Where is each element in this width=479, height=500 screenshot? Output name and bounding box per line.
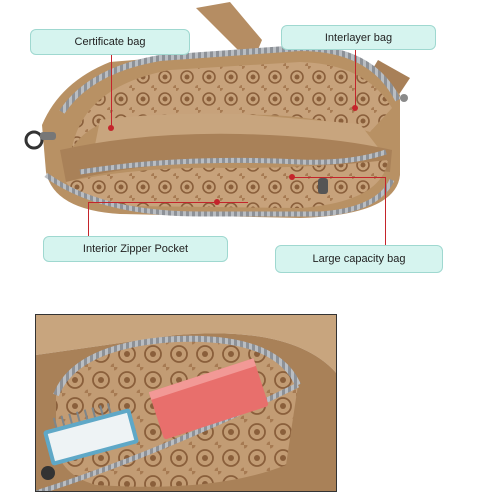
leader-line-large-capacity-h — [292, 177, 385, 178]
leader-line-large-capacity — [385, 177, 386, 245]
callout-interlayer-bag: Interlayer bag — [281, 25, 436, 50]
leader-dot-interlayer — [352, 105, 358, 111]
callout-large-capacity-bag: Large capacity bag — [275, 245, 443, 273]
leader-dot-certificate — [108, 125, 114, 131]
callout-certificate-bag: Certificate bag — [30, 29, 190, 55]
leader-dot-zipper-pocket — [214, 199, 220, 205]
leader-line-zipper-pocket-h — [88, 202, 248, 203]
callout-interior-zipper-pocket: Interior Zipper Pocket — [43, 236, 228, 262]
leader-line-interlayer — [355, 47, 356, 107]
callout-large-capacity-bag-label: Large capacity bag — [312, 253, 406, 265]
callout-interior-zipper-pocket-label: Interior Zipper Pocket — [82, 243, 189, 255]
bag-illustration-inset — [36, 315, 336, 491]
leader-dot-large-capacity — [289, 174, 295, 180]
callout-interlayer-bag-label: Interlayer bag — [324, 31, 393, 44]
callout-certificate-bag-label: Certificate bag — [74, 36, 146, 48]
inset-photo-frame — [35, 314, 337, 492]
leader-line-zipper-pocket — [88, 202, 89, 238]
leader-line-certificate — [111, 42, 112, 128]
